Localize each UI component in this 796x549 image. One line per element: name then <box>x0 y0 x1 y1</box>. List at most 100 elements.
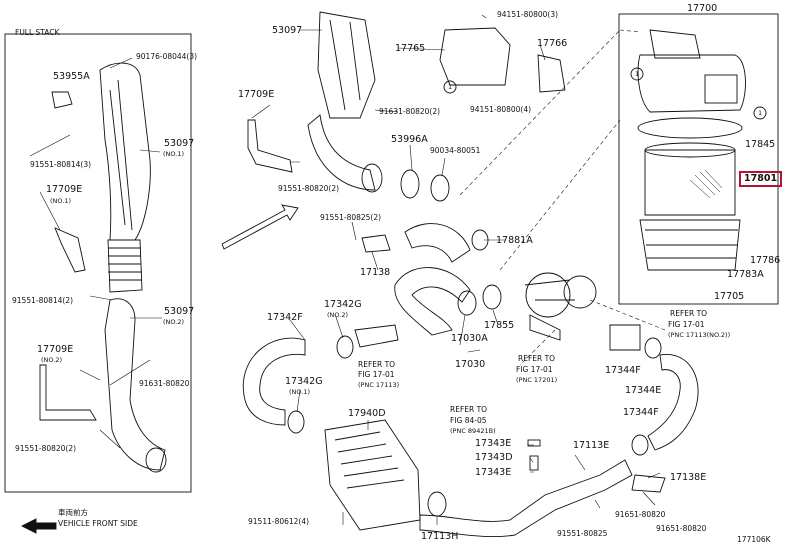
clamp-53996A <box>400 169 420 199</box>
air-cleaner-box <box>618 13 779 305</box>
air-cleaner-grille <box>704 74 738 104</box>
duct-53097 <box>317 11 376 119</box>
label-17343D: 17343D <box>475 452 513 463</box>
clamp-90034 <box>430 174 450 202</box>
label-17801: 17801 <box>739 171 783 187</box>
bracket-17765 <box>439 27 511 86</box>
label-17709E-left: 17709E <box>46 184 83 195</box>
full-stack-box <box>4 33 192 493</box>
label-ref-3b: FIG 17-01 <box>668 320 705 329</box>
label-17765: 17765 <box>395 43 426 54</box>
clamp-17342G-b <box>287 410 305 434</box>
pipe-17113 <box>354 324 399 348</box>
intercooler-17940D <box>324 419 421 531</box>
label-17709E-left2: 17709E <box>37 344 74 355</box>
label-ref-4c: (PNC 89421B) <box>450 427 496 435</box>
label-17855: 17855 <box>484 320 515 331</box>
clamp-17342G-a <box>336 335 354 359</box>
label-90176: 90176-08044(3) <box>136 52 198 61</box>
marker-1-a-text: 1 <box>448 83 453 91</box>
label-front-en: VEHICLE FRONT SIDE <box>58 519 138 528</box>
bracket-left-bottom <box>39 364 97 421</box>
element-pleats <box>689 169 723 199</box>
marker-1-b <box>630 67 644 81</box>
marker-1-b-text: 1 <box>635 70 640 78</box>
label-94151-mid: 94151-80800(4) <box>470 105 532 114</box>
label-17700: 17700 <box>687 3 718 14</box>
label-ref-1b: FIG 17-01 <box>358 370 395 379</box>
marker-1-a <box>443 80 457 94</box>
label-91511: 91511-80612(4) <box>248 517 310 526</box>
clamp-17344F-a <box>644 337 662 359</box>
label-17705: 17705 <box>714 291 745 302</box>
hose-17881A <box>404 223 471 263</box>
intake-pipe <box>307 114 376 191</box>
label-17766: 17766 <box>537 38 568 49</box>
label-53955A: 53955A <box>53 71 90 82</box>
label-17343E-a: 17343E <box>475 438 512 449</box>
ring-17030A <box>457 290 477 316</box>
label-17344F-bot: 17344F <box>623 407 659 418</box>
label-17113H: 17113H <box>421 531 459 542</box>
label-17342G-top: 17342G <box>324 299 362 310</box>
label-53097-left2: 53097 <box>164 306 195 317</box>
label-fig-code: 177106K <box>737 535 771 544</box>
label-17342G-bot: 17342G <box>285 376 323 387</box>
direction-arrow <box>221 204 299 250</box>
label-no1-b: (NO.1) <box>50 197 71 205</box>
label-91551-left: 91551-80814(3) <box>30 160 92 169</box>
label-17138E: 17138E <box>670 472 707 483</box>
clamp-17113H <box>427 491 447 517</box>
label-ref-1c: (PNC 17113) <box>358 381 400 389</box>
duct-53097-detail <box>329 19 361 111</box>
label-17881A: 17881A <box>496 235 533 246</box>
label-94151-top: 94151-80800(3) <box>497 10 559 19</box>
label-17783A: 17783A <box>727 269 764 280</box>
element-top <box>644 142 736 158</box>
bracket-small-top <box>51 91 73 109</box>
label-91631-top: 91631-80820(2) <box>379 107 441 116</box>
label-ref-2b: FIG 17-01 <box>516 365 553 374</box>
label-no1-c: (NO.1) <box>289 388 310 396</box>
bracket-17138 <box>361 234 391 253</box>
hose-17342F <box>242 337 306 426</box>
hose-17344E <box>647 354 699 451</box>
leaders-center <box>251 14 661 525</box>
guide-lines <box>459 29 666 366</box>
label-ref-1: REFER TO <box>358 360 396 369</box>
label-91551-bot: 91551-80825 <box>557 529 608 538</box>
label-90034: 90034-80051 <box>430 146 481 155</box>
label-17940D: 17940D <box>348 408 386 419</box>
label-91651-a: 91651-80820 <box>615 510 666 519</box>
air-cleaner-case <box>639 219 741 271</box>
label-91551-left2: 91551-80814(2) <box>12 296 74 305</box>
label-17344E: 17344E <box>625 385 662 396</box>
marker-1-c <box>753 106 767 120</box>
label-no2-c: (NO.2) <box>327 311 348 319</box>
label-17113E: 17113E <box>573 440 610 451</box>
label-91551-mid: 91551-80820(2) <box>278 184 340 193</box>
flange-turbo <box>609 324 641 351</box>
label-no1-a: (NO.1) <box>163 150 184 158</box>
gasket-17845 <box>637 117 743 139</box>
air-cleaner-inlet <box>649 29 701 59</box>
label-no2-a: (NO.2) <box>163 318 184 326</box>
pipe-17113E <box>419 459 633 538</box>
label-ref-4: REFER TO <box>450 405 488 414</box>
label-91631-left: 91631-80820 <box>139 379 190 388</box>
intake-pipe-end <box>361 163 383 193</box>
label-17030: 17030 <box>455 359 486 370</box>
turbocharger <box>524 272 597 341</box>
snorkel-bellows <box>107 239 143 293</box>
label-17138: 17138 <box>360 267 391 278</box>
label-17786: 17786 <box>750 255 781 266</box>
label-17344F-top: 17344F <box>605 365 641 376</box>
vehicle-front-arrow <box>20 518 57 534</box>
bracket-left-top <box>54 227 86 273</box>
label-91551-825: 91551-80825(2) <box>320 213 382 222</box>
fitting-17343D <box>529 455 539 471</box>
label-ref-3: REFER TO <box>670 309 708 318</box>
bracket-17709E <box>247 119 293 173</box>
element-17801 <box>644 149 736 216</box>
